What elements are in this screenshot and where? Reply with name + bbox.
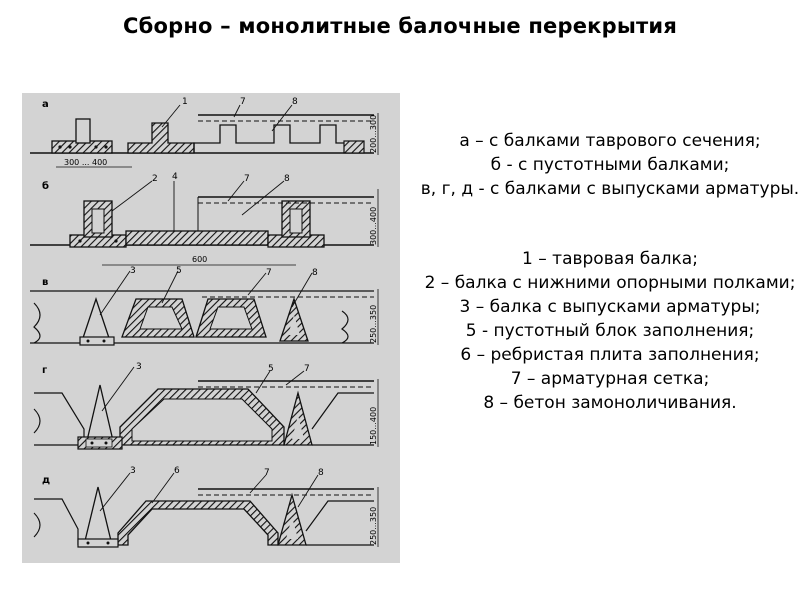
row-letter-a: а xyxy=(42,99,49,110)
callout-v-5: 5 xyxy=(176,266,182,276)
callout-v-3: 3 xyxy=(130,266,136,276)
callout-b-2: 2 xyxy=(152,174,158,184)
callout-g-5: 5 xyxy=(268,364,274,374)
row-letter-d: д xyxy=(42,475,50,486)
legend-item-2: 2 – балка с нижними опорными полками; xyxy=(424,273,796,293)
legend-item-6: 6 – ребристая плита заполнения; xyxy=(460,345,760,365)
legend-item-8: 8 – бетон замоноличивания. xyxy=(483,393,737,413)
section-a: а 1 7 8 300 ... 400 xyxy=(30,97,379,168)
legend-item-1: 1 – тавровая балка; xyxy=(522,249,698,269)
callout-v-7: 7 xyxy=(266,268,272,278)
callout-g-3: 3 xyxy=(136,362,142,372)
callout-d-3: 3 xyxy=(130,466,136,476)
legend-type-b: б - с пустотными балками; xyxy=(490,155,730,175)
sections-svg: а 1 7 8 300 ... 400 xyxy=(30,97,379,548)
row-letter-v: в xyxy=(42,277,48,288)
legend-item-3: 3 – балка с выпусками арматуры; xyxy=(459,297,761,317)
callout-d-6: 6 xyxy=(174,466,180,476)
row-letter-g: г xyxy=(42,365,47,376)
legend-item-7: 7 – арматурная сетка; xyxy=(510,369,710,389)
callout-b-4: 4 xyxy=(172,172,178,182)
legend-type-vgd: в, г, д - с балками с выпусками арматуры… xyxy=(420,179,800,199)
dim-a-height: 200...300 xyxy=(369,115,378,153)
callout-b-7: 7 xyxy=(244,174,250,184)
dim-v-height: 250...350 xyxy=(369,305,378,343)
legend-gap xyxy=(420,201,800,247)
floor-sections-drawing: а 1 7 8 300 ... 400 xyxy=(22,93,400,563)
dim-g-height: 150...400 xyxy=(369,407,378,445)
slide-title: Сборно – монолитные балочные перекрытия xyxy=(122,14,678,38)
legend: а – с балками таврового сечения; б - с п… xyxy=(420,129,800,415)
callout-d-7: 7 xyxy=(264,468,270,478)
callout-g-7: 7 xyxy=(304,364,310,374)
section-b: б 2 4 7 8 xyxy=(30,172,379,266)
dim-d-height: 250...350 xyxy=(369,507,378,545)
dim-b-width: 600 xyxy=(192,255,207,264)
callout-d-8: 8 xyxy=(318,468,324,478)
section-g: г 3 5 7 xyxy=(33,362,379,450)
legend-type-a: а – с балками таврового сечения; xyxy=(459,131,761,151)
callout-v-8: 8 xyxy=(312,268,318,278)
dim-b-height: 300...400 xyxy=(369,207,378,245)
callout-a-1: 1 xyxy=(182,97,188,107)
section-d: д 3 6 7 8 xyxy=(33,466,379,548)
legend-item-5: 5 - пустотный блок заполнения; xyxy=(465,321,755,341)
section-v: в 3 5 7 8 xyxy=(30,266,379,346)
callout-b-8: 8 xyxy=(284,174,290,184)
callout-a-7: 7 xyxy=(240,97,246,107)
dim-a-width: 300 ... 400 xyxy=(64,158,107,167)
callout-a-8: 8 xyxy=(292,97,298,107)
row-letter-b: б xyxy=(42,180,49,192)
